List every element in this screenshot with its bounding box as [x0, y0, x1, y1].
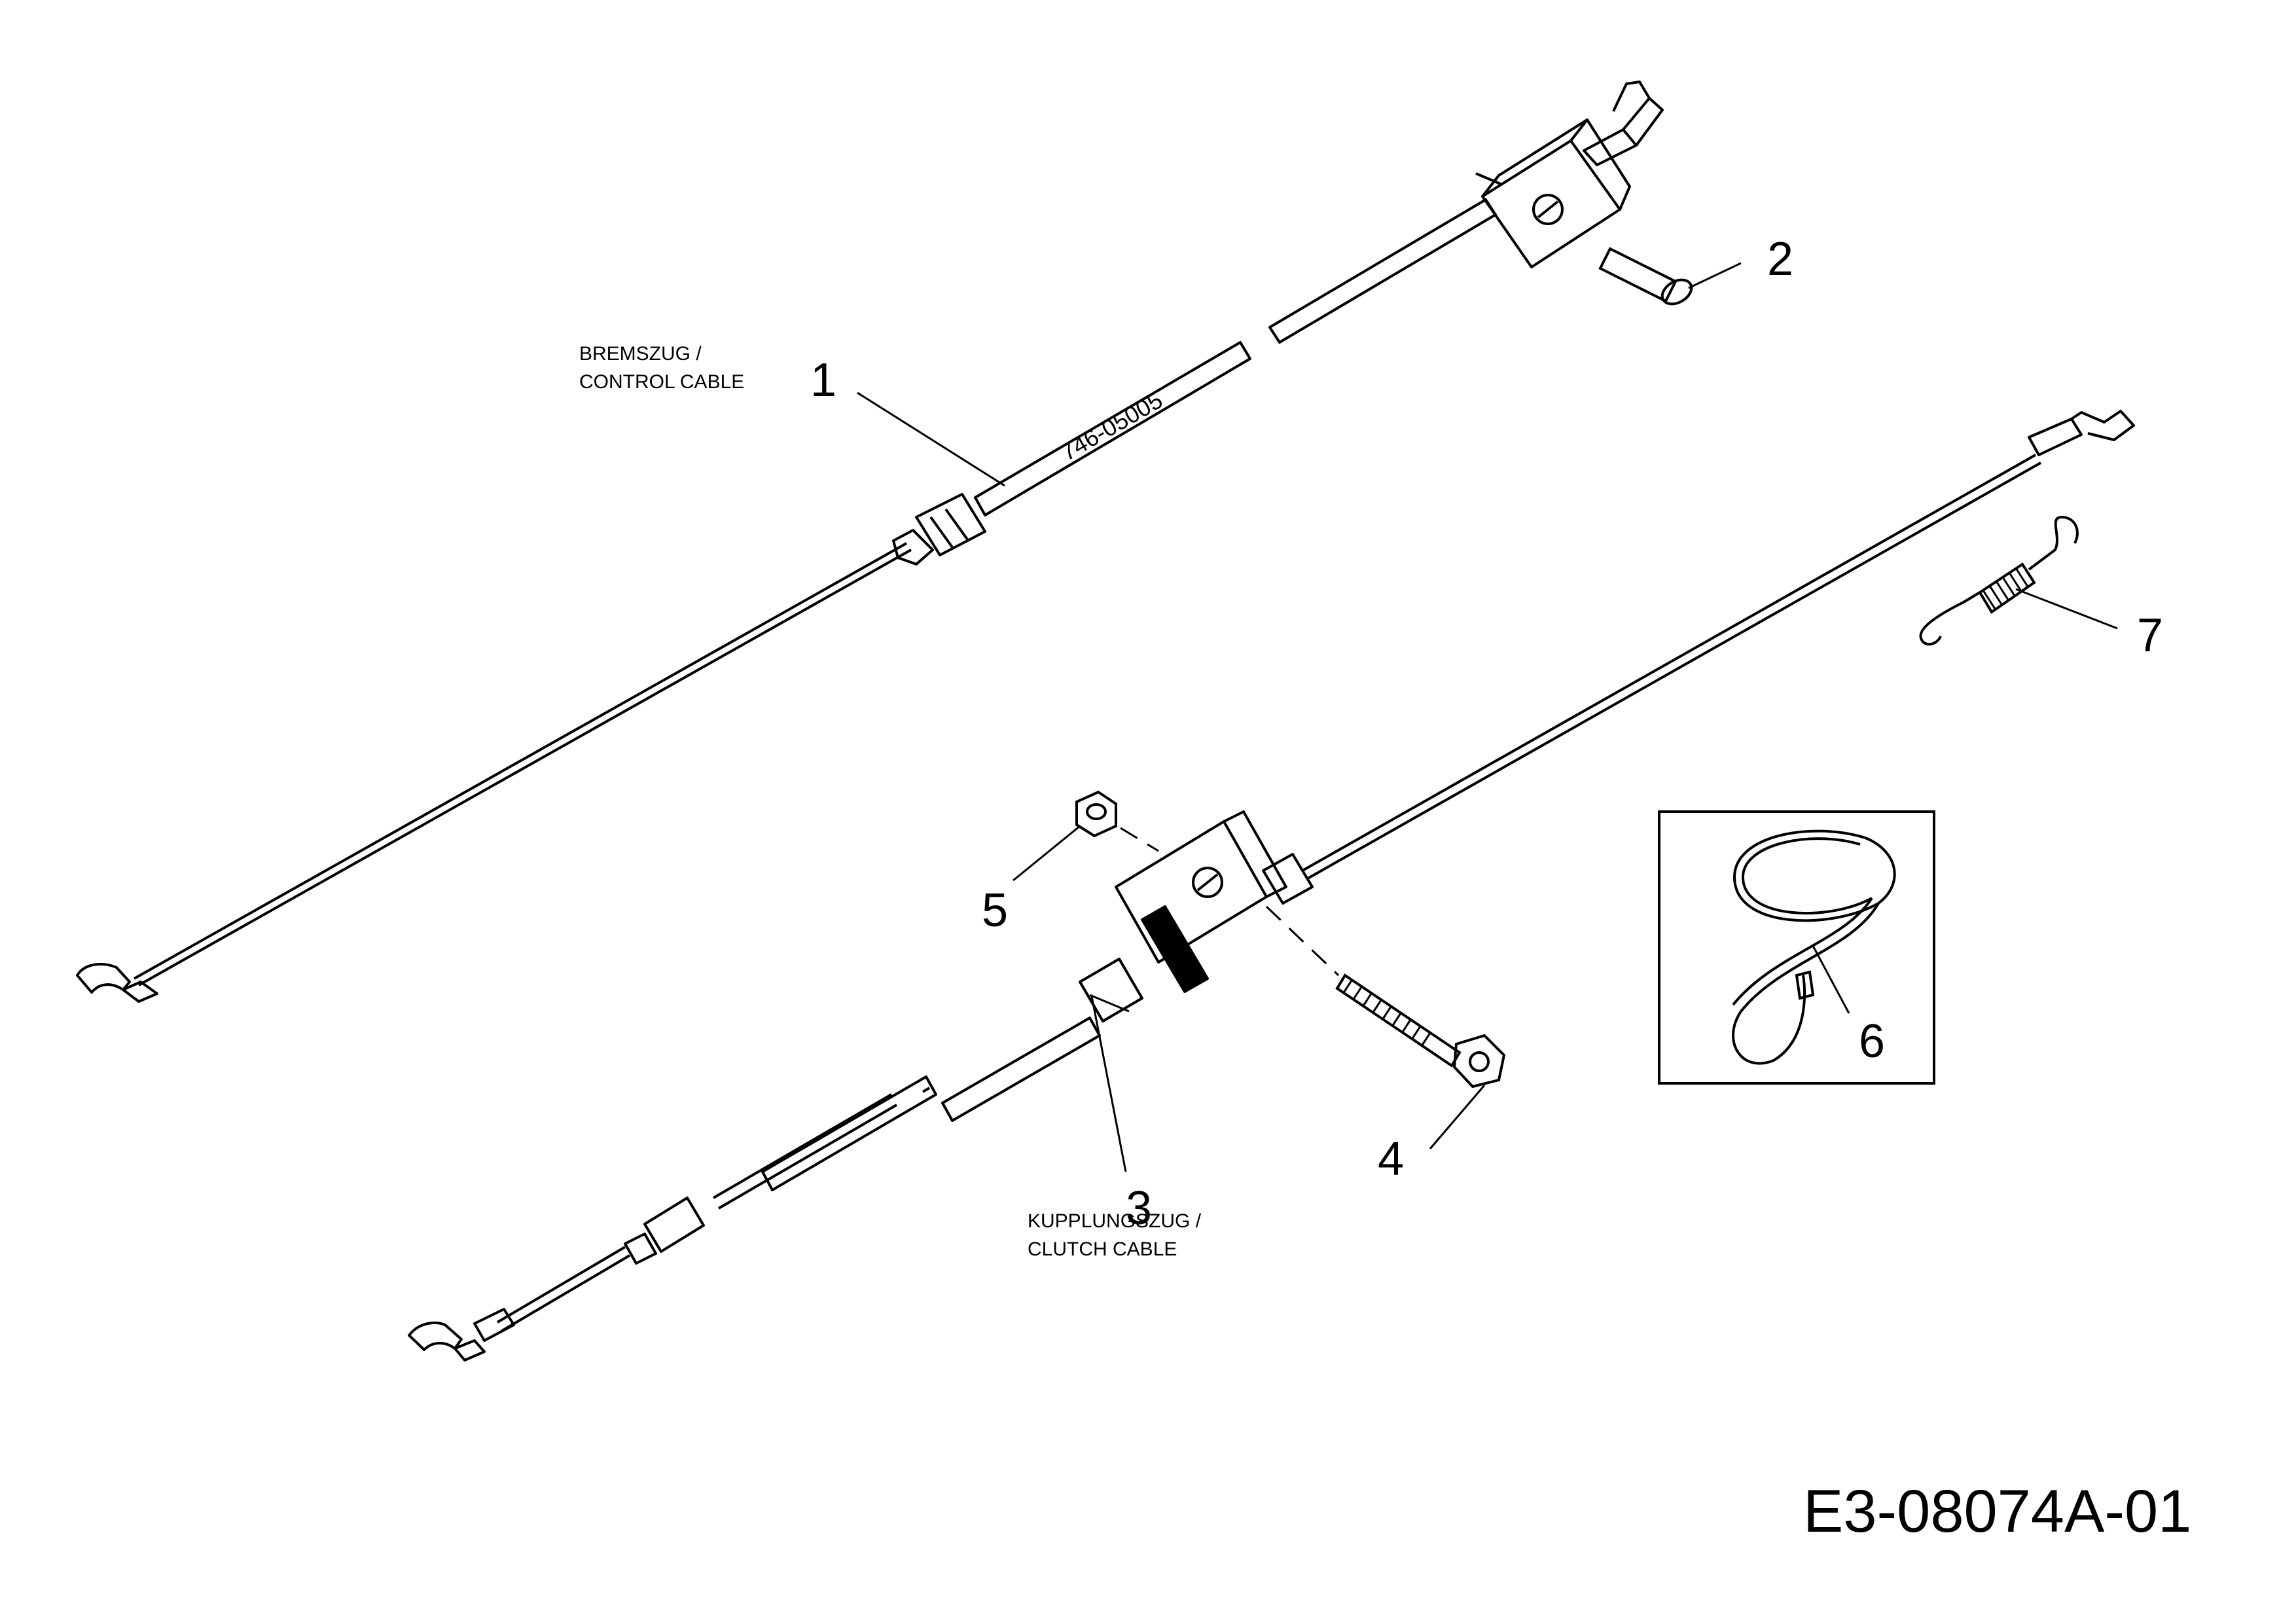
part-6-callout: 6 — [1859, 1015, 1885, 1068]
part-3-caption-line2: CLUTCH CABLE — [1028, 1238, 1177, 1260]
part-2-callout: 2 — [1767, 233, 1793, 285]
part-1-caption-line1: BREMSZUG / — [579, 343, 702, 365]
drawing-number: E3-08074A-01 — [1803, 1478, 2191, 1545]
spring — [1919, 515, 2079, 646]
assembly-lines — [1120, 827, 1340, 977]
leader-lines — [857, 262, 2118, 1172]
part-3-caption-line1: KUPPLUNGSZUG / — [1028, 1210, 1202, 1232]
pin — [1598, 247, 1693, 306]
part-7-callout: 7 — [2137, 609, 2163, 662]
part-1-caption-line2: CONTROL CABLE — [579, 371, 744, 393]
part-3-callout: 3 — [1126, 1182, 1152, 1235]
part-4-callout: 4 — [1378, 1133, 1404, 1185]
wire-ring — [1658, 810, 1935, 1085]
bolt — [1335, 973, 1506, 1089]
control-cable — [76, 81, 1664, 1003]
nut — [1075, 790, 1117, 838]
part-1-callout: 1 — [810, 354, 836, 406]
part-5-callout: 5 — [982, 884, 1008, 937]
clutch-cable — [408, 410, 2135, 1362]
